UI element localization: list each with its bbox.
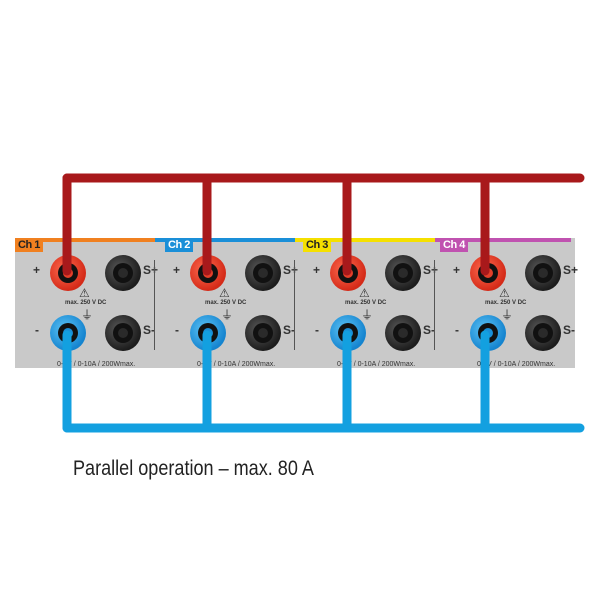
- positive-bus-wire: [62, 173, 585, 276]
- minus-label: -: [175, 323, 179, 337]
- warning-triangle-icon: ⚠: [499, 286, 510, 300]
- voltage-warning: max. 250 V DC: [345, 300, 387, 306]
- plus-label: +: [313, 263, 321, 277]
- warning-triangle-icon: ⚠: [79, 286, 90, 300]
- sense-minus-label: S-: [423, 323, 435, 337]
- minus-label: -: [455, 323, 459, 337]
- channel-4-label: Ch 4: [440, 239, 468, 252]
- plus-label: +: [173, 263, 181, 277]
- ground-icon: ⏚: [81, 308, 94, 322]
- minus-label: -: [35, 323, 39, 337]
- ground-icon: ⏚: [221, 308, 234, 322]
- minus-label: -: [315, 323, 319, 337]
- channel-2-label: Ch 2: [165, 239, 193, 252]
- sense-plus-jack[interactable]: [385, 255, 421, 291]
- warning-triangle-icon: ⚠: [219, 286, 230, 300]
- voltage-warning: max. 250 V DC: [65, 300, 107, 306]
- negative-bus-wire: [62, 330, 585, 433]
- ground-icon: ⏚: [361, 308, 374, 322]
- channel-3-color-bar: [295, 238, 435, 242]
- channel-rating: 0-▮V / 0-10A / 200Wmax.: [337, 361, 416, 368]
- channel-2-color-bar: [155, 238, 295, 242]
- sense-minus-jack[interactable]: [525, 315, 561, 351]
- sense-minus-label: S-: [283, 323, 295, 337]
- channel-divider: [154, 260, 155, 350]
- channel-divider: [434, 260, 435, 350]
- sense-plus-label: S+: [563, 263, 579, 277]
- voltage-warning: max. 250 V DC: [485, 300, 527, 306]
- channel-1-label: Ch 1: [15, 239, 43, 252]
- sense-minus-jack[interactable]: [385, 315, 421, 351]
- sense-minus-label: S-: [563, 323, 575, 337]
- sense-plus-jack[interactable]: [245, 255, 281, 291]
- voltage-warning: max. 250 V DC: [205, 300, 247, 306]
- sense-plus-jack[interactable]: [105, 255, 141, 291]
- plus-label: +: [453, 263, 461, 277]
- channel-4-color-bar: [435, 238, 571, 242]
- sense-plus-jack[interactable]: [525, 255, 561, 291]
- plus-label: +: [33, 263, 41, 277]
- channel-rating: 0-▮V / 0-10A / 200Wmax.: [57, 361, 136, 368]
- sense-minus-jack[interactable]: [245, 315, 281, 351]
- channel-divider: [294, 260, 295, 350]
- sense-minus-label: S-: [143, 323, 155, 337]
- channel-1-color-bar: [15, 238, 155, 242]
- channel-3-label: Ch 3: [303, 239, 331, 252]
- ground-icon: ⏚: [501, 308, 514, 322]
- channel-rating: 0-▮V / 0-10A / 200Wmax.: [197, 361, 276, 368]
- channel-rating: 0-▮V / 0-10A / 200Wmax.: [477, 361, 556, 368]
- diagram-caption: Parallel operation – max. 80 A: [73, 457, 314, 480]
- warning-triangle-icon: ⚠: [359, 286, 370, 300]
- sense-minus-jack[interactable]: [105, 315, 141, 351]
